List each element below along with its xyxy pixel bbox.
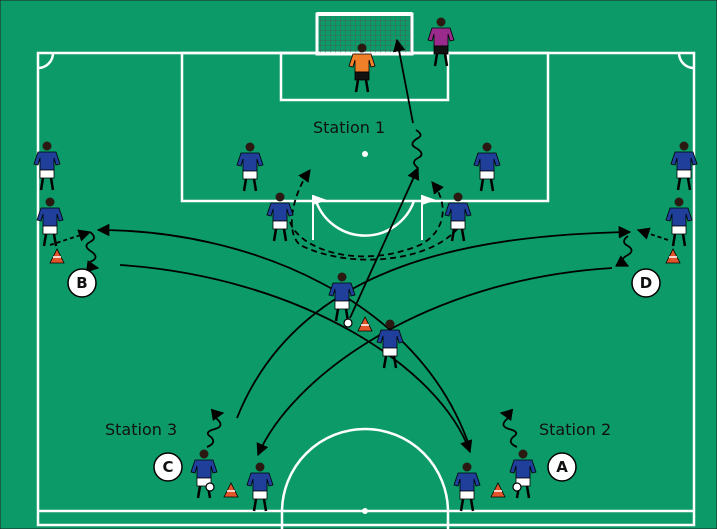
player-icon [473, 142, 501, 192]
player-icon [444, 192, 472, 242]
center-circle [280, 427, 450, 529]
player-icon [33, 141, 61, 191]
marker-a: A [547, 452, 577, 482]
player-icon [670, 141, 698, 191]
cone-icon [223, 482, 239, 498]
player-icon [509, 449, 537, 499]
ball-icon [343, 318, 353, 328]
dribble-central [411, 129, 423, 169]
player-icon [246, 462, 274, 512]
pass-a-to-b [96, 223, 471, 449]
dribble-a [499, 408, 518, 448]
player-icon [665, 197, 693, 247]
coach-icon [427, 17, 455, 67]
cone-icon [49, 248, 65, 264]
marker-c: C [153, 452, 183, 482]
station-1-label: Station 1 [313, 118, 385, 137]
station-3-label: Station 3 [105, 420, 177, 439]
dribble-b [85, 231, 100, 273]
player-icon [236, 142, 264, 192]
corner-arc-left [37, 52, 55, 70]
player-icon [36, 197, 64, 247]
marker-b-label: B [76, 274, 87, 292]
marker-a-label: A [556, 458, 568, 476]
corner-arc-right [677, 52, 695, 70]
marker-d-label: D [640, 274, 652, 292]
player-icon [190, 449, 218, 499]
shot-line [349, 166, 420, 319]
player-icon [328, 272, 356, 322]
dribble-c [206, 408, 225, 448]
pass-c-to-d [236, 225, 632, 419]
players-layer [33, 17, 698, 512]
pass-d-to-c [256, 267, 613, 457]
run-d [636, 227, 669, 241]
marker-d: D [631, 268, 661, 298]
ball-icon [512, 482, 522, 492]
shot-to-goal [392, 38, 414, 124]
penalty-spot [362, 151, 368, 157]
player-icon [266, 192, 294, 242]
penalty-arc [314, 200, 416, 237]
cone-icon [490, 482, 506, 498]
cone-icon [357, 316, 373, 332]
flag-icon [421, 195, 436, 240]
goalkeeper-icon [348, 43, 376, 93]
player-icon [376, 319, 404, 369]
station-2-label: Station 2 [539, 420, 611, 439]
cone-icon [665, 248, 681, 264]
run-left-flag [289, 181, 444, 258]
pass-b-to-a [119, 264, 473, 454]
marker-b: B [67, 268, 97, 298]
ball-icon [205, 482, 215, 492]
route-lines [49, 38, 669, 457]
run-right-flag [290, 168, 459, 261]
cones-layer [49, 248, 681, 498]
marker-c-label: C [162, 458, 173, 476]
center-spot [362, 508, 368, 514]
flag-icon [312, 195, 327, 240]
player-icon [453, 462, 481, 512]
dribble-d [615, 235, 633, 267]
